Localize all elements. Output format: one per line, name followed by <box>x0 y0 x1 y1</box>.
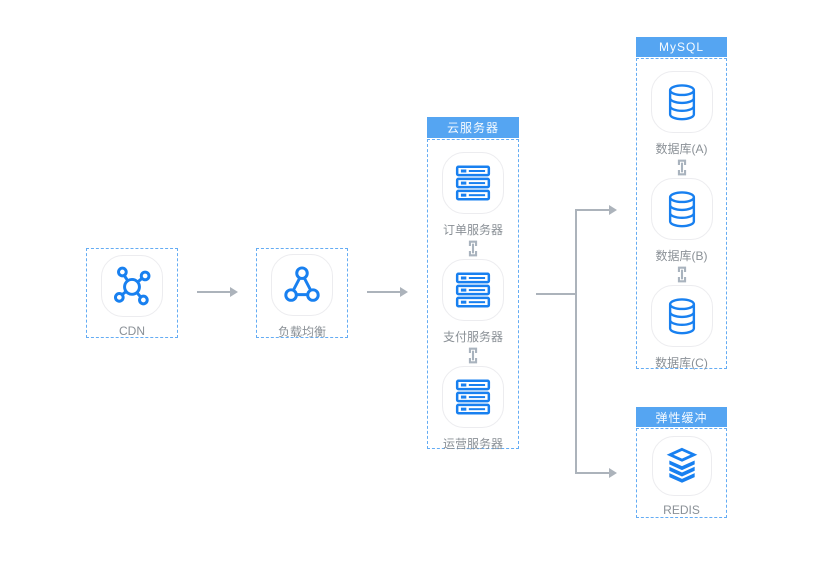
redis-label: REDIS <box>663 502 700 517</box>
mysql-database-node[interactable]: 数据库(A) <box>650 71 713 157</box>
redis-stack-icon <box>666 447 697 483</box>
chain-link-icon <box>677 159 686 176</box>
network-hub-icon <box>113 266 151 306</box>
cloud-server-label: 订单服务器 <box>442 223 503 237</box>
mysql-group-header: MySQL <box>636 37 727 57</box>
mysql-group-box: 数据库(A) 数据库(B) 数据库(C) <box>636 58 727 371</box>
connector-stub-line <box>536 293 576 295</box>
load-balancer-tile[interactable] <box>271 253 333 316</box>
cloud-group-box: 订单服务器 支付服务器 <box>427 139 519 452</box>
cache-group-title: 弹性缓冲 <box>655 410 708 425</box>
load-balancer-icon <box>284 265 320 302</box>
mysql-database-tile[interactable] <box>650 285 713 347</box>
cloud-server-tile[interactable] <box>442 366 504 428</box>
cdn-tile[interactable] <box>101 255 163 317</box>
chain-link-icon <box>677 266 686 283</box>
arrow-cdn-to-loadbalancer <box>197 287 238 297</box>
chain-link-icon <box>468 347 478 364</box>
database-icon <box>668 190 695 227</box>
mysql-group-title: MySQL <box>658 40 704 54</box>
mysql-database-label: 数据库(B) <box>655 249 708 263</box>
cache-group-header: 弹性缓冲 <box>636 407 727 427</box>
chain-link-icon <box>466 238 480 259</box>
server-icon <box>455 272 491 308</box>
load-balancer-node[interactable]: 负载均衡 <box>256 248 348 339</box>
chain-link-icon <box>468 240 478 257</box>
mysql-database-label: 数据库(A) <box>655 142 708 156</box>
cloud-server-tile[interactable] <box>442 152 504 214</box>
chain-link-icon <box>675 264 689 285</box>
cloud-server-node[interactable]: 支付服务器 <box>442 259 504 345</box>
cdn-node[interactable]: CDN <box>86 248 178 338</box>
redis-tile[interactable] <box>651 435 712 496</box>
mysql-database-label: 数据库(C) <box>655 356 708 370</box>
cloud-server-label: 运营服务器 <box>442 437 503 451</box>
cache-group-box: REDIS <box>636 428 727 518</box>
chain-link-icon <box>675 157 689 178</box>
arrow-cloud-to-mysql <box>577 205 617 215</box>
database-icon <box>668 83 695 120</box>
cloud-server-label: 支付服务器 <box>442 330 503 344</box>
server-icon <box>455 165 491 201</box>
mysql-database-tile[interactable] <box>650 71 713 133</box>
connector-vertical-line <box>575 209 577 474</box>
mysql-database-node[interactable]: 数据库(B) <box>650 178 713 264</box>
arrow-cloud-to-cache <box>577 468 617 478</box>
cloud-server-node[interactable]: 订单服务器 <box>442 152 504 238</box>
server-icon <box>455 379 491 415</box>
cdn-label: CDN <box>119 324 145 338</box>
mysql-database-node[interactable]: 数据库(C) <box>650 285 713 371</box>
cloud-group-title: 云服务器 <box>446 121 499 135</box>
cloud-server-node[interactable]: 运营服务器 <box>442 366 504 452</box>
database-icon <box>668 297 695 334</box>
cloud-group-header: 云服务器 <box>427 117 519 138</box>
arrow-loadbalancer-to-cloud <box>367 287 408 297</box>
chain-link-icon <box>466 345 480 366</box>
load-balancer-label: 负载均衡 <box>277 324 326 339</box>
cloud-server-tile[interactable] <box>442 259 504 321</box>
mysql-database-tile[interactable] <box>650 178 713 240</box>
